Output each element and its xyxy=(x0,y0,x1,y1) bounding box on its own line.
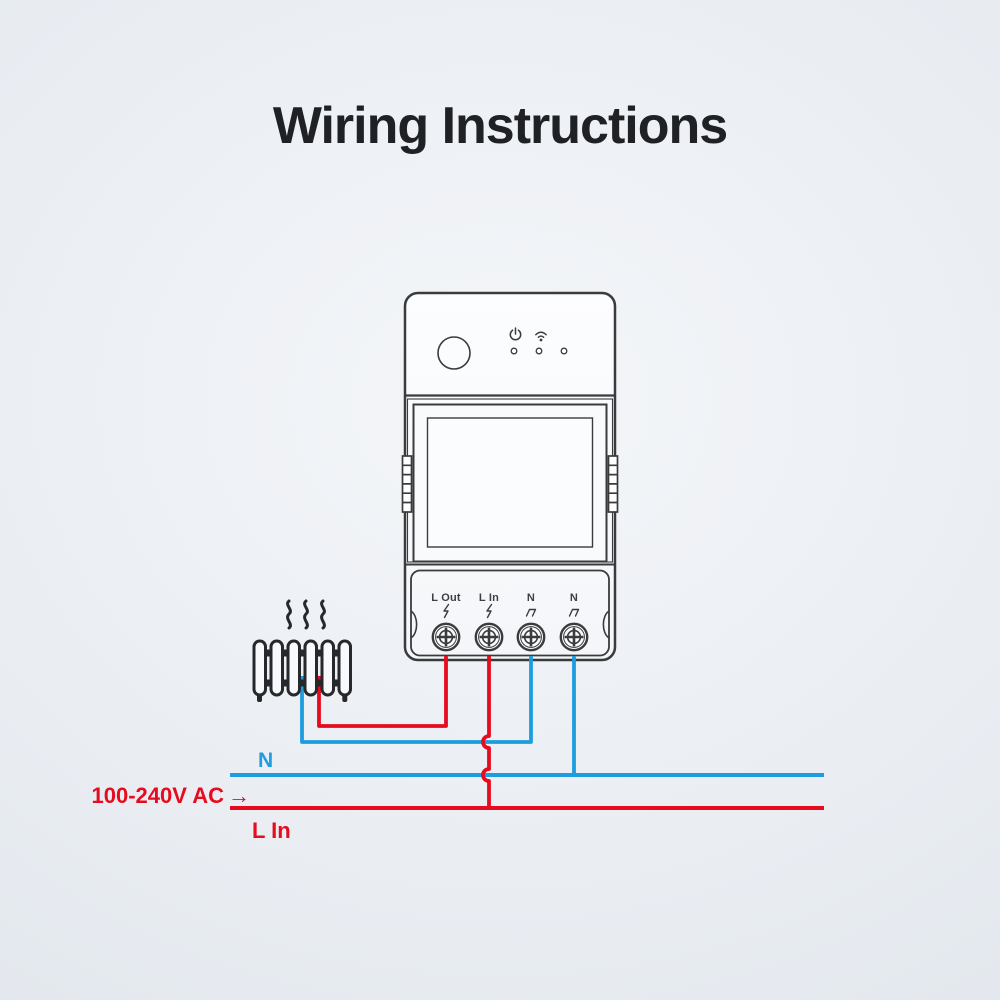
wire-live-out-loop xyxy=(317,656,448,728)
terminal-screw-n2 xyxy=(559,622,589,652)
terminal-screw-n1 xyxy=(516,622,546,652)
wifi-icon xyxy=(535,331,547,342)
wire-live-in xyxy=(481,656,491,808)
din-clip-right xyxy=(607,455,619,513)
cover-notch-left xyxy=(410,610,418,639)
terminal-cover xyxy=(410,569,610,657)
heat-wave-icon xyxy=(286,599,326,630)
neutral-wave-icon xyxy=(525,608,537,617)
display-screen xyxy=(426,417,594,548)
terminal-screw-l-in xyxy=(474,622,504,652)
power-icon xyxy=(509,327,522,341)
terminal-label-n2: N xyxy=(570,592,578,604)
cover-notch-right xyxy=(602,610,610,639)
power-button xyxy=(437,336,471,370)
terminal-screw-l-out xyxy=(431,622,461,652)
led-indicator-3 xyxy=(560,347,568,355)
lightning-icon xyxy=(486,603,493,619)
line-in-label: L In xyxy=(252,818,291,843)
neutral-wave-icon xyxy=(568,608,580,617)
smart-switch-device: L Out L In N N xyxy=(401,291,619,662)
terminal-label-l-out: L Out xyxy=(431,592,461,604)
wire-neutral-load xyxy=(300,656,533,744)
heater-radiator-icon xyxy=(252,599,352,702)
lightning-icon xyxy=(443,603,450,619)
terminal-label-n1: N xyxy=(527,592,535,604)
supply-arrow-icon: → xyxy=(228,783,250,808)
supply-voltage-label: 100-240V AC xyxy=(92,783,225,808)
terminal-label-l-in: L In xyxy=(479,592,499,604)
led-indicator-2 xyxy=(535,347,543,355)
neutral-label: N xyxy=(258,749,273,772)
led-indicator-1 xyxy=(510,347,518,355)
din-clip-left xyxy=(401,455,413,513)
page-title: Wiring Instructions xyxy=(272,97,728,155)
